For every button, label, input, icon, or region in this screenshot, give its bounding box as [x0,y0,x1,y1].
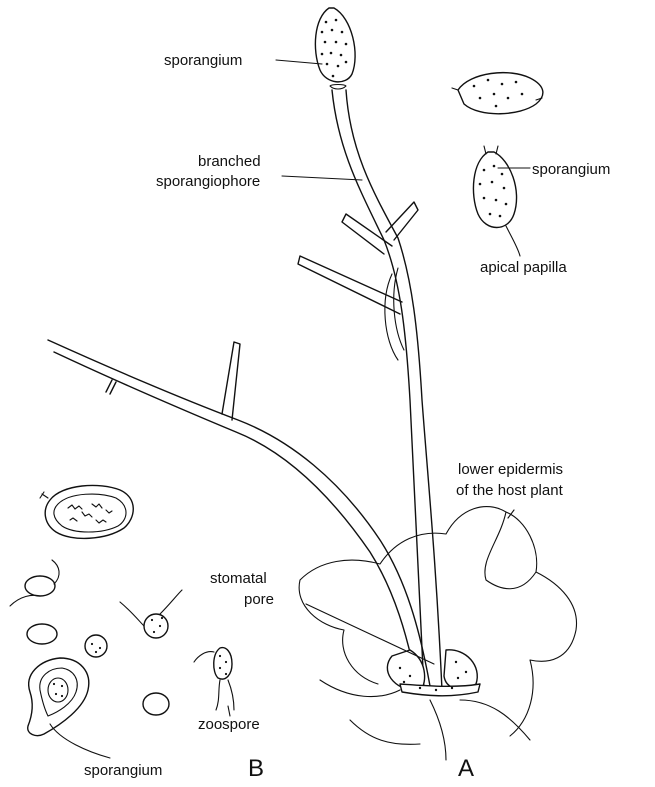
b-zoospore-5 [143,693,169,715]
leader-stomatal-pore [306,604,434,664]
sporangiophore-trunk-left [332,90,424,690]
label-stomatal-line1: stomatal [210,570,267,587]
label-lower-epidermis-line2: of the host plant [456,482,564,499]
label-zoospore: zoospore [198,716,260,733]
branch-upper-right [386,202,418,240]
leader-apical-papilla [506,226,520,256]
label-branched-line2: sporangiophore [156,173,260,190]
detached-sporangium-2 [473,146,516,228]
label-apical-papilla: apical papilla [480,259,567,276]
host-epidermis [299,507,576,760]
panel-b-figures [10,485,234,735]
b-walled-sporangium-outer [28,658,89,736]
hypha-base [400,684,480,696]
sporangiophore-figure [48,8,442,690]
b-zoospore-1 [25,576,55,596]
label-panel-a: A [458,755,474,782]
leader-sporangium-top [276,60,322,64]
b-zoospore-4 [144,614,168,638]
detached-sporangium-1-shape [458,73,543,114]
b-zoospore-2 [27,624,57,644]
label-lower-epidermis-line1: lower epidermis [458,461,563,478]
branch-upper-left [342,214,392,254]
branch-large-left-sub1 [222,342,240,420]
label-stomatal-line2: pore [244,591,274,608]
b-large-sporangium-tip [40,492,48,498]
leader-lower-epidermis [508,510,514,518]
leader-sporangium-bottom [50,724,110,758]
b-large-sporangium [45,485,133,538]
label-panel-b: B [248,755,264,782]
label-sporangium-bottom: sporangium [84,762,162,779]
b-zoospore-3 [85,635,107,657]
detached-sporangium-2-shape [473,152,516,228]
leader-branched-sporangiophore [282,176,362,180]
guard-cell-right [444,650,477,689]
b-elongated-zoospore [214,648,232,679]
label-sporangium-right: sporangium [532,161,610,178]
label-branched-line1: branched [198,153,261,170]
labels: sporangium branched sporangiophore spora… [84,52,610,782]
sporangium-stalk-attachment [330,85,346,90]
leader-zoospore [228,706,230,716]
label-sporangium-top: sporangium [164,52,242,69]
branch-large-left-sub2 [106,380,116,394]
branch-middle-left [298,256,402,314]
branch-middle-curve [385,268,404,360]
detached-sporangium-1 [452,73,543,114]
